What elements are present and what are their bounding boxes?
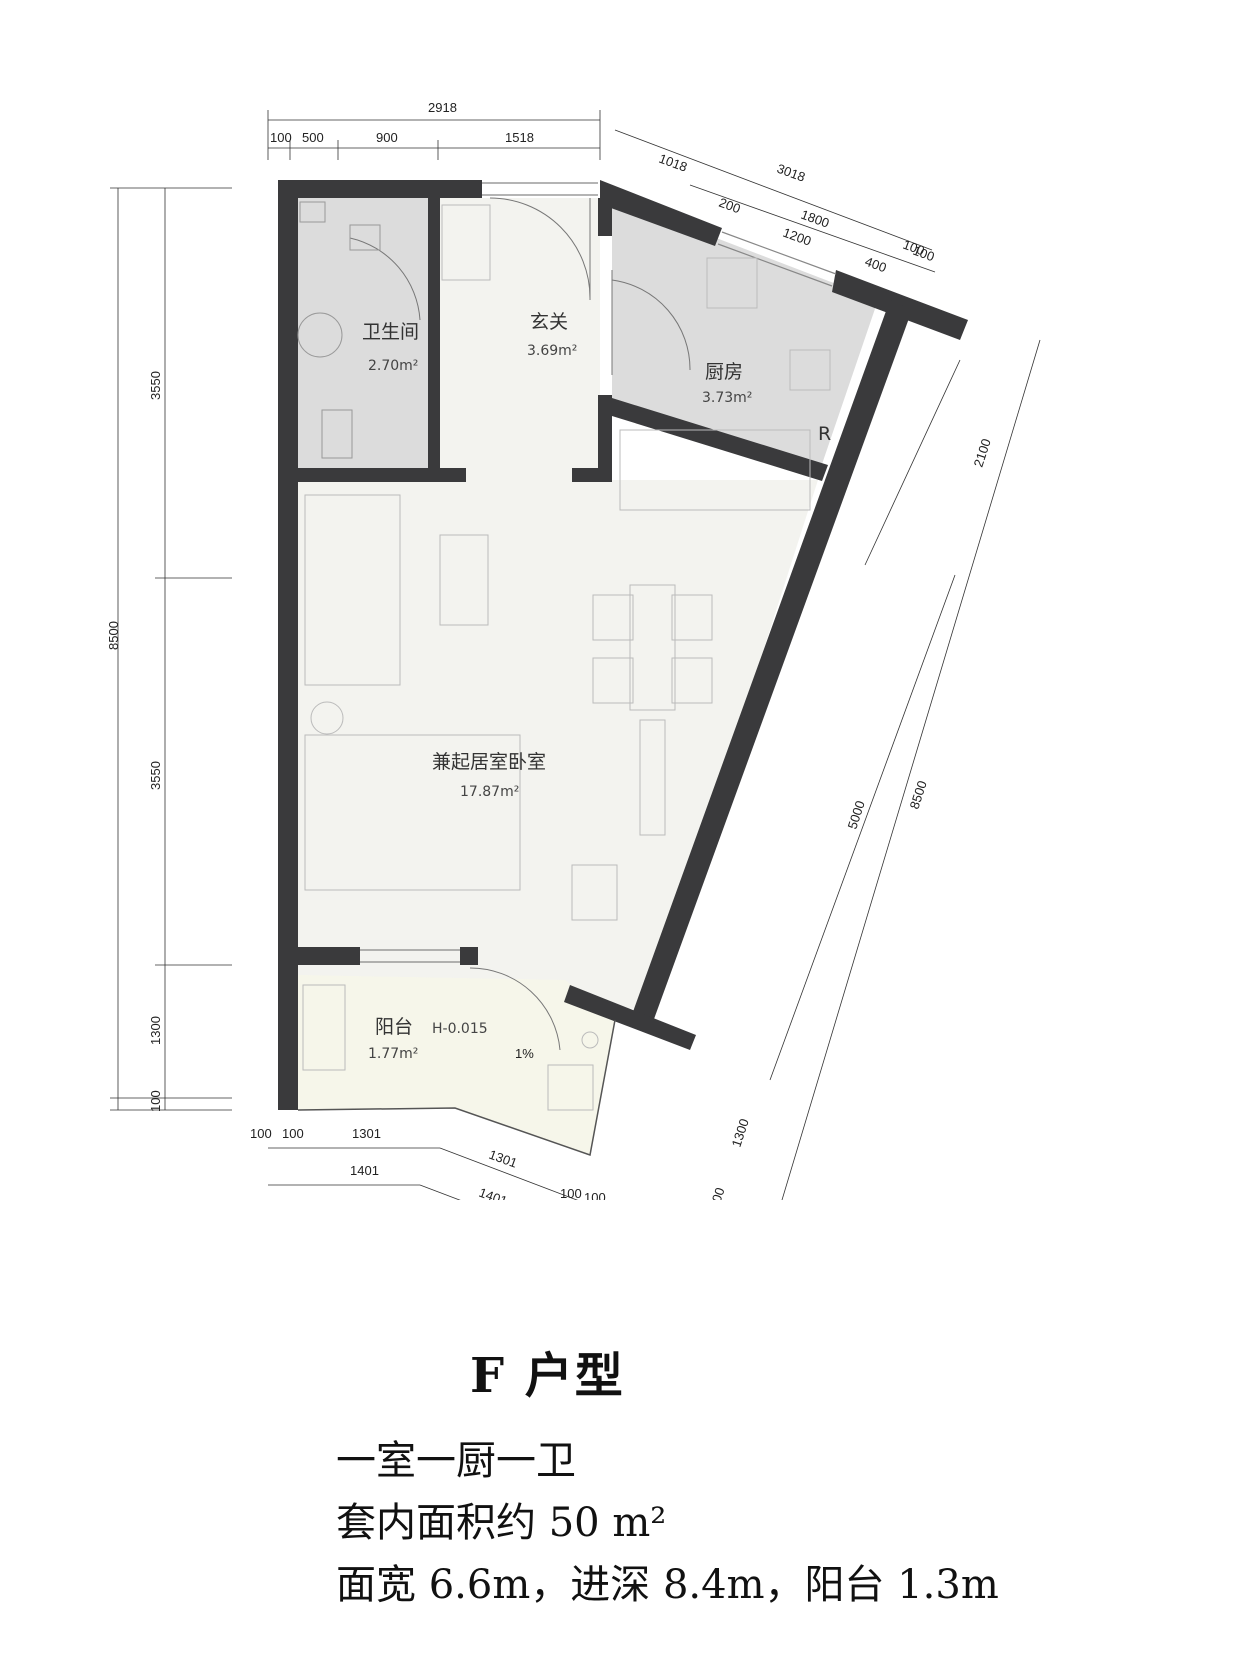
room-name-balcony: 阳台: [375, 1016, 413, 1038]
balcony-top-wall-right: [460, 947, 478, 965]
dim-left: 1300: [148, 1016, 163, 1045]
basin: [297, 312, 343, 358]
bath-partition: [428, 198, 440, 470]
room-name-bathroom: 卫生间: [362, 321, 419, 343]
dim-right: 5000: [845, 799, 868, 831]
dim-bottom: 1301: [352, 1126, 381, 1141]
dim-left: 8500: [106, 621, 121, 650]
left-wall: [278, 180, 298, 1110]
room-area-kitchen: 3.73m²: [702, 390, 752, 406]
shower: [302, 984, 346, 1071]
bath-bottom-wall: [298, 468, 466, 482]
slope-label: 1%: [515, 1046, 534, 1061]
room-name-foyer: 玄关: [530, 311, 568, 333]
floor-plan: R 卫生间 2.70m² 玄关 3.69m² 厨房 3.73m² 兼起居室卧室 …: [106, 100, 1041, 1200]
balcony-top-wall-left: [278, 947, 360, 965]
dining-table: [629, 584, 676, 711]
chair: [592, 657, 634, 704]
dimension-lines: [110, 110, 1041, 1200]
dim-angled: 100: [901, 237, 927, 259]
floor-plan-title: F 户型: [470, 1348, 625, 1404]
fridge-label: R: [818, 423, 831, 445]
dim-top-seg: 500: [302, 130, 324, 145]
kitchen-bottom-wall: [612, 398, 828, 481]
dim-bottom-slant: 1401: [477, 1185, 509, 1200]
toilet: [321, 409, 353, 459]
caption-area: 套内面积约 50 m²: [336, 1500, 667, 1546]
room-area-bathroom: 2.70m²: [368, 358, 418, 374]
dim-right: 8500: [907, 779, 930, 811]
bed: [304, 734, 521, 891]
balcony-railing: [297, 1019, 616, 1156]
doors: [349, 197, 691, 1051]
dim-left: 3550: [148, 761, 163, 790]
dim-angled: 400: [863, 254, 889, 276]
dim-bottom: 100: [250, 1126, 272, 1141]
dim-top-total: 2918: [428, 100, 457, 115]
foyer-right-stub: [572, 468, 612, 482]
caption-dimensions: 面宽 6.6m，进深 8.4m，阳台 1.3m: [336, 1562, 999, 1608]
balcony-level: H-0.015: [432, 1021, 488, 1037]
balcony-right-wall: [564, 985, 696, 1050]
washer: [547, 1064, 594, 1111]
dim-bottom-slant: 1301: [487, 1147, 519, 1171]
dim-right: 2100: [971, 437, 994, 469]
dim-angled: 100: [911, 243, 937, 265]
dim-top-seg: 100: [270, 130, 292, 145]
walls: [278, 180, 968, 1110]
room-area-foyer: 3.69m²: [527, 343, 577, 359]
tv-cabinet: [639, 719, 666, 836]
bathroom-floor: [298, 198, 438, 470]
chair: [671, 657, 713, 704]
right-wall: [630, 300, 912, 1030]
wardrobe: [619, 429, 811, 511]
shoe-cabinet: [441, 204, 491, 281]
coffee-table: [439, 534, 489, 626]
room-area-living: 17.87m²: [460, 784, 519, 800]
dim-bottom-slant: 100: [584, 1190, 606, 1200]
room-name-living: 兼起居室卧室: [432, 751, 546, 773]
top-wall-right: [600, 180, 722, 246]
dim-angled: 3018: [775, 161, 807, 185]
sofa: [304, 494, 401, 686]
dim-top-seg: 1518: [505, 130, 534, 145]
chair: [671, 594, 713, 641]
sink-cabinet: [706, 257, 758, 309]
dim-angled: 1018: [657, 151, 689, 175]
room-name-kitchen: 厨房: [705, 361, 743, 383]
dim-angled: 200: [717, 195, 743, 217]
top-wall-left: [278, 180, 482, 198]
foyer-right-wall: [598, 395, 612, 482]
dim-left: 3550: [148, 371, 163, 400]
chair: [592, 594, 634, 641]
caption-layout: 一室一厨一卫: [336, 1438, 576, 1484]
dim-right: 100: [707, 1186, 728, 1200]
side-table: [310, 701, 344, 735]
dim-bottom: 1401: [350, 1163, 379, 1178]
dim-left: 100: [148, 1090, 163, 1112]
foyer-right-wall-top: [598, 198, 612, 236]
dim-top-seg: 900: [376, 130, 398, 145]
furniture: [302, 204, 831, 1111]
room-area-balcony: 1.77m²: [368, 1046, 418, 1062]
dim-bottom: 100: [282, 1126, 304, 1141]
desk-chair: [571, 864, 618, 921]
dim-angled: 1200: [781, 225, 813, 249]
bathroom-fixtures: [297, 201, 381, 459]
floor-drain: [581, 1031, 599, 1049]
foyer-floor: [438, 198, 600, 480]
dim-bottom-slant: 100: [560, 1186, 582, 1200]
kitchen-floor: [612, 198, 878, 470]
balcony-floor: [298, 975, 615, 1155]
windows: [360, 182, 837, 963]
stove: [789, 349, 831, 391]
dim-right: 1300: [729, 1117, 752, 1149]
